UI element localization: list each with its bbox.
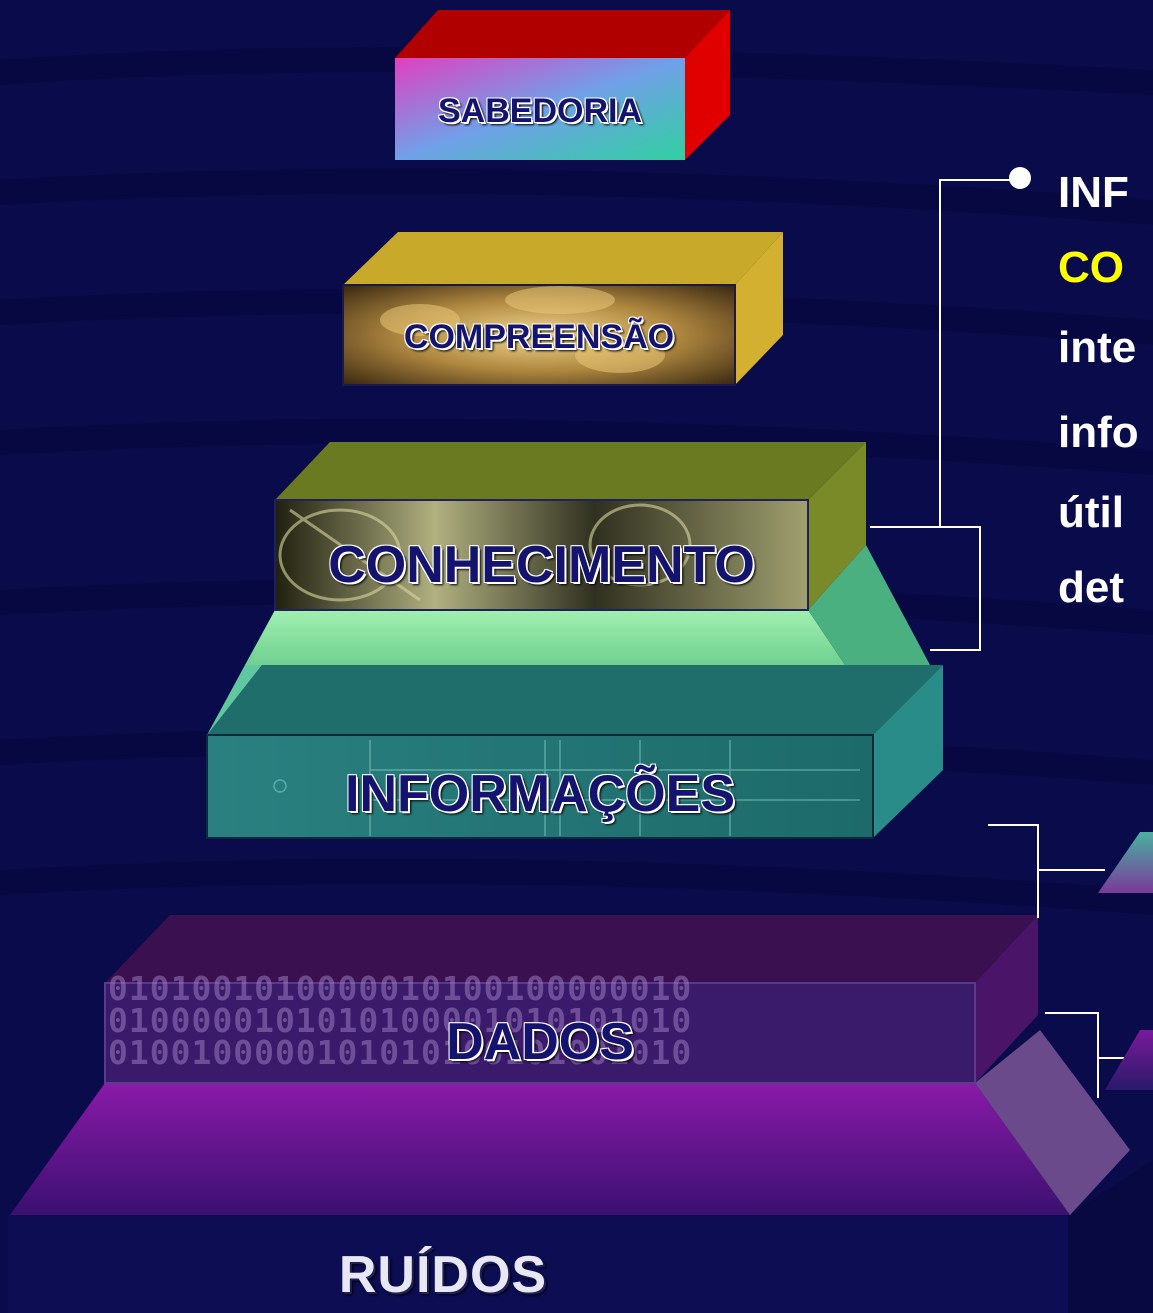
informacoes-top [207, 665, 943, 735]
dados-base [10, 1083, 1070, 1215]
side-text-line-5: útil [1058, 485, 1124, 541]
label-dados: DADOS [105, 1012, 975, 1072]
label-informacoes: INFORMAÇÕES [207, 764, 873, 824]
label-compreensao: COMPREENSÃO [343, 318, 735, 357]
side-text-line-6: det [1058, 560, 1124, 616]
side-text-line-2: CO [1058, 240, 1124, 296]
label-sabedoria: SABEDORIA [395, 92, 685, 131]
side-text-line-1: INF [1058, 165, 1129, 221]
label-ruidos: RUÍDOS [8, 1245, 878, 1305]
compreensao-top [343, 232, 783, 285]
side-text-line-4: info [1058, 405, 1139, 461]
triangle-dados [1105, 1030, 1153, 1090]
bracket-conhecimento [870, 180, 1015, 527]
label-conhecimento: CONHECIMENTO [265, 535, 818, 595]
sabedoria-top [395, 10, 730, 58]
bullet-dot [1009, 167, 1031, 189]
conhecimento-base [245, 610, 845, 665]
triangle-informacoes [1098, 832, 1153, 893]
side-text-line-3: inte [1058, 320, 1136, 376]
conhecimento-top [275, 442, 866, 500]
